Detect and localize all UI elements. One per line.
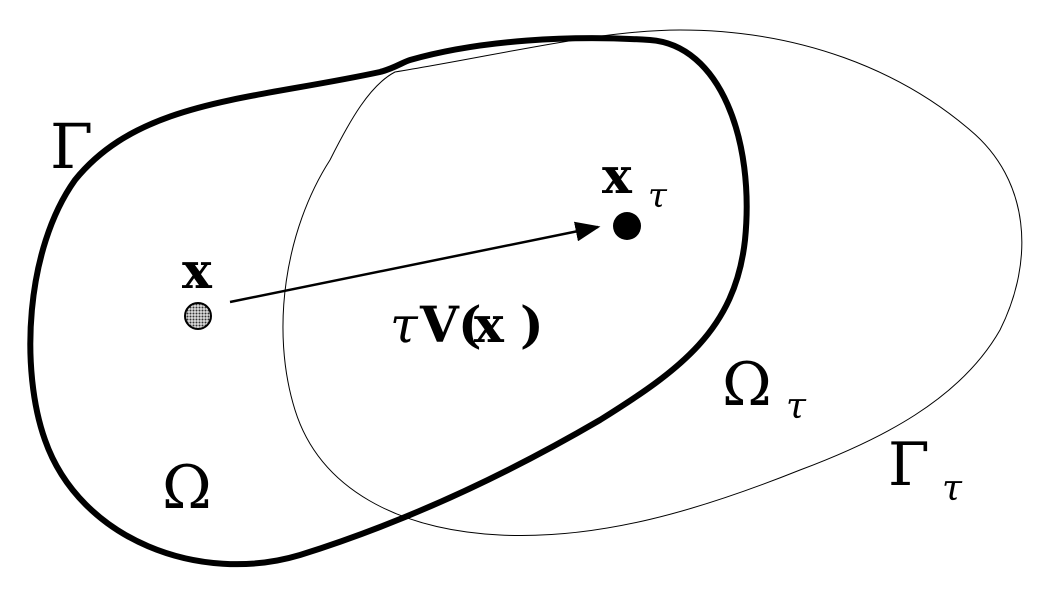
label-omega-tau-sub: τ xyxy=(786,386,807,427)
label-gamma-tau-sub: τ xyxy=(942,468,963,509)
label-x: x xyxy=(182,241,213,300)
label-x-tau-sub: τ xyxy=(648,176,668,216)
label-gamma: Γ xyxy=(50,110,93,183)
label-gamma-tau-base: Γ xyxy=(888,430,930,500)
label-x-tau-base: x xyxy=(602,146,633,205)
original-boundary-gamma xyxy=(27,35,750,568)
point-x-tau xyxy=(613,212,641,240)
point-x xyxy=(184,302,212,330)
label-tau-v-tau: τ xyxy=(390,296,419,354)
label-tau-v-paren-open: ( xyxy=(458,295,482,354)
label-tau-v-v: V xyxy=(419,295,460,354)
label-omega-tau-base: Ω xyxy=(722,350,772,420)
label-omega: Ω xyxy=(162,453,212,523)
displacement-arrow xyxy=(229,221,601,304)
label-tau-v-x: x xyxy=(474,295,505,354)
deformed-boundary-gamma-tau xyxy=(282,29,1023,537)
label-tau-v-paren-close: ) xyxy=(520,295,544,354)
